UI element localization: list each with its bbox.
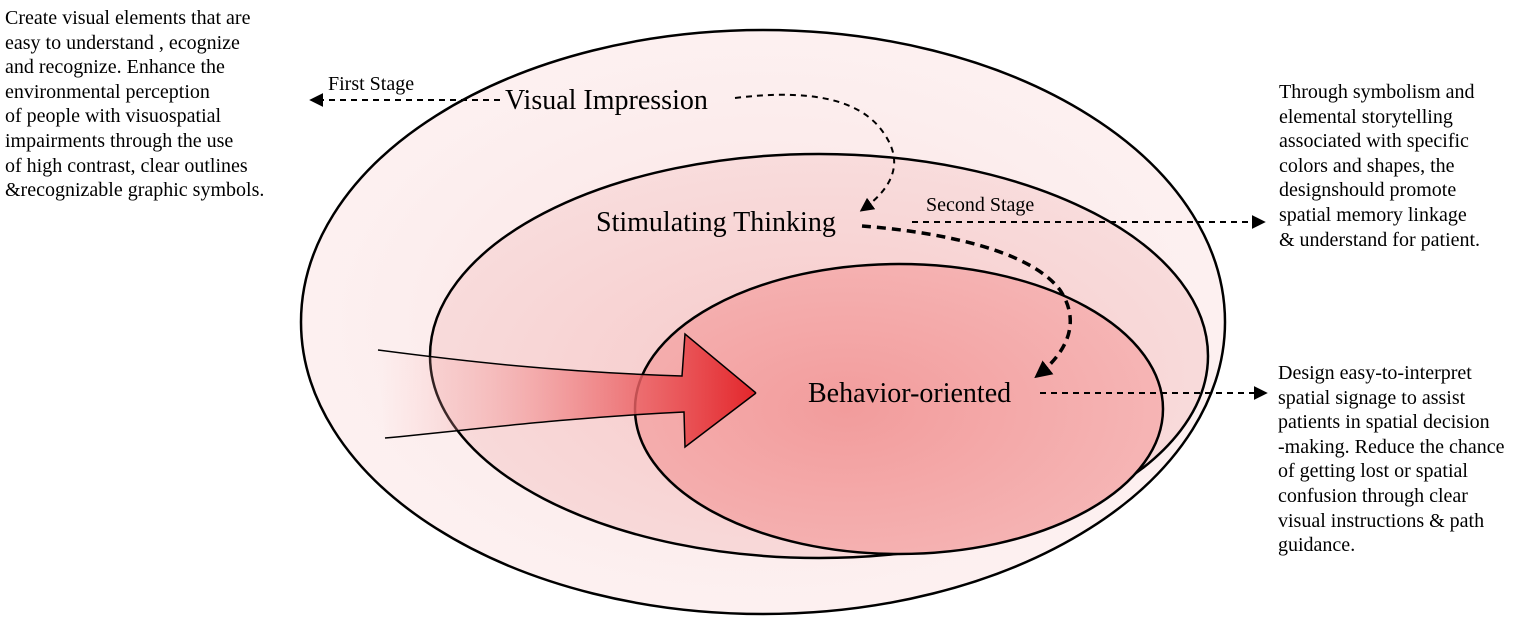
stimulating-thinking-title: Stimulating Thinking — [596, 207, 836, 238]
arrow-visual-to-thinking — [734, 93, 896, 212]
note-line: confusion through clear — [1278, 484, 1468, 507]
note-line: and recognize. Enhance the — [5, 56, 225, 79]
note-line: associated with specific — [1279, 130, 1469, 153]
note-line: easy to understand , ecognize — [5, 31, 240, 54]
note-line: of getting lost or spatial — [1278, 460, 1468, 483]
note-line: spatial memory linkage — [1279, 203, 1467, 226]
note-line: visual instructions & path — [1278, 509, 1485, 532]
note-visual-impression: Create visual elements that are easy to … — [5, 6, 264, 203]
behavior-oriented-title: Behavior-oriented — [808, 378, 1011, 409]
first-stage-label: First Stage — [328, 73, 414, 95]
note-line: of people with visuospatial — [5, 105, 222, 128]
note-line: guidance. — [1278, 534, 1356, 557]
flow-arrow-outline-top — [377, 332, 757, 394]
flow-arrow-shape — [378, 334, 756, 447]
note-line: patients in spatial decision — [1278, 411, 1490, 434]
note-line: colors and shapes, the — [1279, 154, 1455, 177]
note-line: Create visual elements that are — [5, 7, 251, 29]
flow-arrow-outline-bottom — [384, 392, 757, 449]
second-stage-label: Second Stage — [926, 194, 1034, 216]
note-line: impairments through the use — [5, 129, 234, 152]
arrow-thinking-to-behavior — [861, 224, 1073, 379]
note-line: Design easy-to-interpret — [1278, 362, 1472, 384]
note-line: & understand for patient. — [1279, 228, 1481, 251]
note-line: elemental storytelling — [1279, 105, 1453, 128]
note-behavior-oriented: Design easy-to-interpret spatial signage… — [1278, 361, 1505, 558]
note-line: spatial signage to assist — [1278, 386, 1466, 409]
note-line: environmental perception — [5, 80, 210, 103]
note-line: designshould promote — [1279, 179, 1457, 202]
note-line: -making. Reduce the chance — [1278, 435, 1505, 458]
note-line: Through symbolism and — [1279, 81, 1475, 103]
note-stimulating-thinking: Through symbolism and elemental storytel… — [1279, 80, 1480, 252]
note-line: of high contrast, clear outlines — [5, 154, 248, 177]
visual-impression-title: Visual Impression — [505, 85, 708, 116]
note-line: &recognizable graphic symbols. — [5, 179, 265, 202]
